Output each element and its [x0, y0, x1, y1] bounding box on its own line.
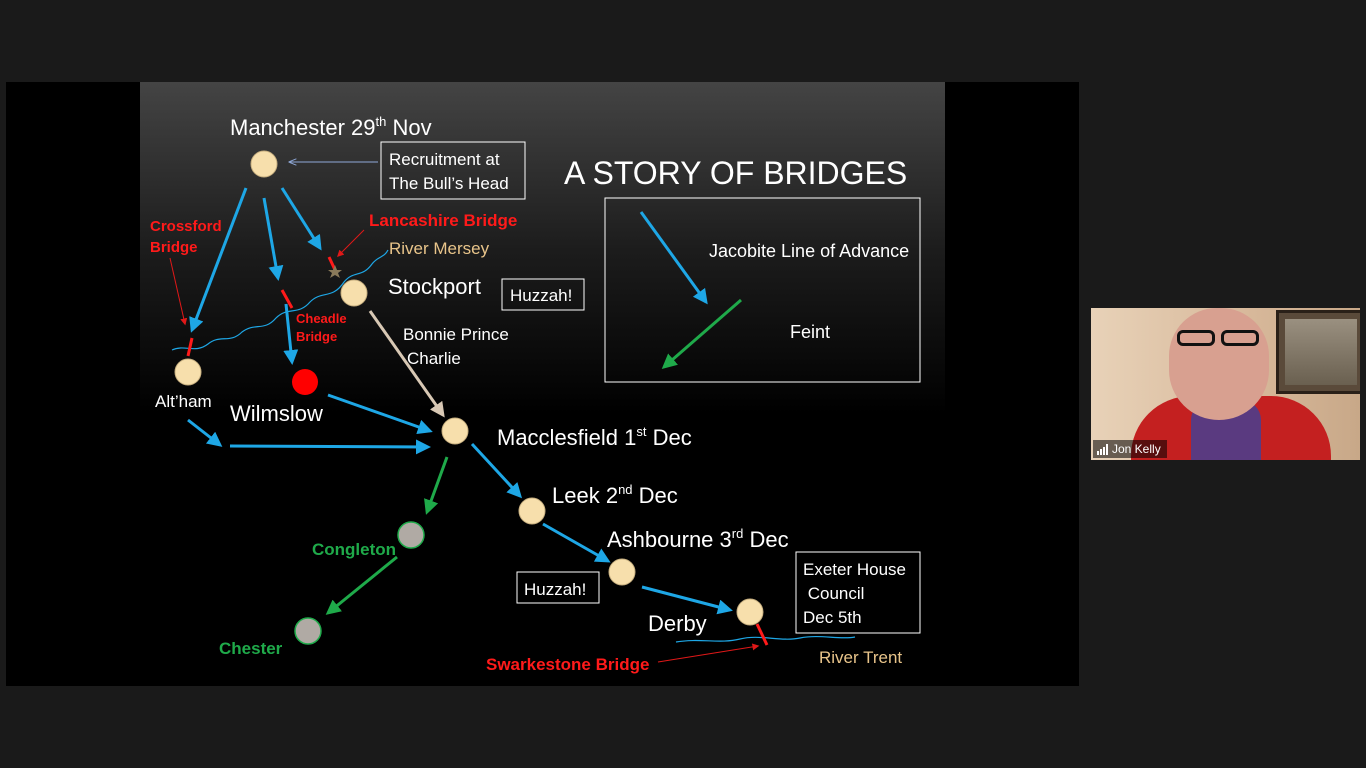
presentation-slide: A STORY OF BRIDGES Jacobite Line of Adva… — [140, 82, 945, 686]
arrow-leek-ashbourne — [542, 522, 611, 563]
town-stockport — [340, 279, 368, 307]
town-manchester — [250, 150, 278, 178]
town-ashbourne — [608, 558, 636, 586]
participant-nameplate: Jon Kelly — [1093, 440, 1167, 458]
lancashire-star-icon — [328, 265, 342, 278]
arrow-macclesfield-congleton — [424, 456, 449, 515]
slide-title: A STORY OF BRIDGES — [564, 155, 907, 191]
participant-name: Jon Kelly — [1112, 442, 1161, 456]
participant-glasses — [1173, 330, 1265, 346]
label-river-trent: River Trent — [819, 648, 902, 667]
huzzah-ashbourne-box — [516, 571, 600, 604]
arrow-altham-macclesfield — [229, 439, 431, 455]
town-wilmslow — [292, 369, 318, 395]
label-lancashire-bridge: Lancashire Bridge — [369, 211, 517, 230]
recruitment-box — [380, 141, 526, 200]
participant-video-tile[interactable]: Jon Kelly — [1091, 308, 1360, 460]
legend-feint-label: Feint — [790, 322, 830, 342]
label-river-mersey: River Mersey — [389, 239, 490, 258]
arrow-congleton-chester — [325, 555, 398, 615]
legend-advance-arrow — [639, 211, 708, 305]
label-altham: Alt’ham — [155, 392, 212, 411]
swarkestone-pointer — [657, 643, 760, 663]
cheadle-bridge-mark — [280, 289, 294, 309]
exeter-house-box — [795, 551, 921, 634]
huzzah-ashbourne-text: Huzzah! — [524, 580, 586, 599]
arrow-ashbourne-derby — [641, 585, 733, 615]
arrow-manchester-cheadle — [262, 197, 284, 281]
bonnie-prince-line-2: Charlie — [407, 349, 461, 368]
slide-map: A STORY OF BRIDGES Jacobite Line of Adva… — [150, 114, 921, 674]
participant-head — [1169, 308, 1269, 420]
label-stockport: Stockport — [388, 274, 481, 299]
town-macclesfield — [441, 417, 469, 445]
crossford-pointer — [169, 257, 188, 326]
bonnie-prince-line-1: Bonnie Prince — [403, 325, 509, 344]
label-crossford-bridge-1: Crossford — [150, 218, 222, 235]
huzzah-stockport-text: Huzzah! — [510, 286, 572, 305]
label-ashbourne: Ashbourne 3rd Dec — [607, 526, 789, 552]
lancashire-pointer — [337, 229, 365, 257]
label-crossford-bridge-2: Bridge — [150, 239, 198, 256]
town-leek — [518, 497, 546, 525]
wall-picture-frame — [1276, 310, 1360, 394]
label-wilmslow: Wilmslow — [230, 401, 323, 426]
label-leek: Leek 2nd Dec — [552, 482, 678, 508]
label-congleton: Congleton — [312, 540, 396, 559]
legend-box — [604, 197, 921, 383]
exeter-line-3: Dec 5th — [803, 608, 862, 627]
arrow-macclesfield-leek — [470, 442, 523, 499]
label-cheadle-bridge-1: Cheadle — [296, 311, 347, 326]
arrow-cheadle-wilmslow — [283, 303, 299, 365]
arrow-stockport-macclesfield — [368, 310, 445, 418]
label-cheadle-bridge-2: Bridge — [296, 329, 337, 344]
label-derby: Derby — [648, 611, 707, 636]
signal-bars-icon — [1097, 443, 1108, 455]
arrow-altham-south — [187, 418, 223, 447]
river-trent-line — [675, 635, 856, 643]
town-congleton — [397, 521, 425, 549]
recruitment-line-1: Recruitment at — [389, 150, 500, 169]
legend-advance-label: Jacobite Line of Advance — [709, 241, 909, 261]
exeter-line-2: Council — [803, 584, 864, 603]
arrow-manchester-stockport — [280, 187, 322, 251]
exeter-line-1: Exeter House — [803, 560, 906, 579]
swarkestone-bridge-mark — [755, 623, 769, 646]
label-chester: Chester — [219, 639, 283, 658]
town-altham — [174, 358, 202, 386]
label-manchester: Manchester 29th Nov — [230, 114, 432, 140]
town-chester — [294, 617, 322, 645]
legend-feint-arrow — [661, 298, 742, 369]
label-swarkestone-bridge: Swarkestone Bridge — [486, 655, 649, 674]
river-mersey-line — [171, 249, 389, 351]
town-derby — [736, 598, 764, 626]
arrow-wilmslow-macclesfield — [327, 393, 433, 435]
crossford-bridge-mark — [186, 337, 194, 357]
huzzah-stockport-box — [501, 278, 585, 311]
arrow-manchester-altham — [189, 187, 248, 333]
label-macclesfield: Macclesfield 1st Dec — [497, 424, 692, 450]
recruitment-line-2: The Bull’s Head — [389, 174, 509, 193]
